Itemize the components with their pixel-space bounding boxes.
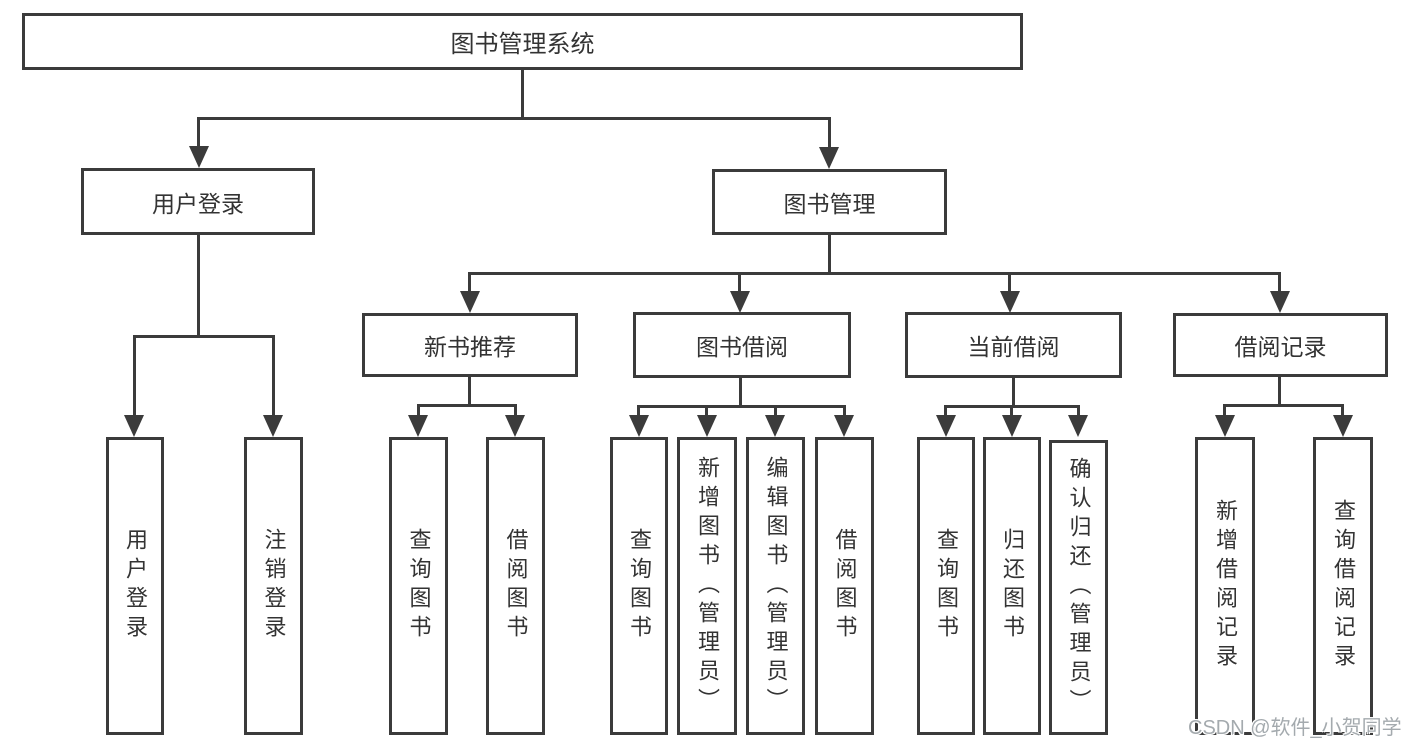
- connector-line: [1223, 404, 1344, 407]
- node-label: 图书管理系统: [450, 31, 595, 58]
- node-label: 查询图书: [934, 528, 959, 644]
- leaf-borrowing-query-books: 查询图书: [610, 437, 668, 735]
- connector-line: [637, 405, 846, 408]
- connector-line: [521, 69, 524, 117]
- arrowhead: [1333, 415, 1353, 437]
- node-label: 借阅图书: [503, 528, 529, 644]
- leaf-borrowing-borrow-books: 借阅图书: [815, 437, 874, 735]
- arrowhead: [1068, 415, 1088, 437]
- connector-line: [1278, 272, 1281, 293]
- arrowhead: [697, 415, 717, 437]
- arrowhead: [505, 415, 525, 437]
- arrowhead: [730, 291, 750, 313]
- connector-line: [1077, 405, 1080, 416]
- connector-line: [828, 234, 831, 275]
- node-label: 用户登录: [152, 190, 244, 217]
- node-label: 查询图书: [627, 528, 652, 644]
- arrowhead: [1000, 291, 1020, 313]
- node-new-book-recommend: 新书推荐: [362, 313, 578, 377]
- arrowhead: [834, 415, 854, 437]
- connector-line: [1223, 404, 1226, 416]
- node-label: 新书推荐: [424, 334, 516, 360]
- leaf-user-login: 用户登录: [106, 437, 164, 735]
- connector-line: [417, 404, 517, 407]
- leaf-edit-books-admin: 编辑图书（管理员）: [746, 437, 805, 735]
- connector-line: [514, 404, 517, 416]
- connector-line: [468, 272, 471, 293]
- connector-line: [133, 335, 136, 416]
- node-label: 图书管理: [783, 191, 876, 217]
- connector-line: [1341, 404, 1344, 416]
- connector-line: [828, 117, 831, 148]
- node-book-borrowing: 图书借阅: [633, 312, 851, 378]
- node-current-borrowing: 当前借阅: [905, 312, 1122, 378]
- arrowhead: [189, 146, 209, 168]
- connector-line: [197, 234, 200, 336]
- arrowhead: [408, 415, 428, 437]
- node-label: 编辑图书（管理员）: [763, 455, 789, 717]
- arrowhead: [1002, 415, 1022, 437]
- node-user-login-group: 用户登录: [81, 168, 315, 235]
- connector-line: [133, 335, 275, 338]
- node-library-system: 图书管理系统: [22, 13, 1023, 70]
- leaf-add-books-admin: 新增图书（管理员）: [677, 437, 737, 735]
- node-label: 查询借阅记录: [1331, 499, 1356, 673]
- leaf-newbook-borrow-books: 借阅图书: [486, 437, 545, 735]
- arrowhead: [124, 415, 144, 437]
- arrowhead: [765, 415, 785, 437]
- leaf-logout: 注销登录: [244, 437, 303, 735]
- connector-line: [637, 405, 640, 416]
- connector-line: [738, 272, 741, 293]
- arrowhead: [936, 415, 956, 437]
- leaf-add-borrow-record: 新增借阅记录: [1195, 437, 1255, 735]
- arrowhead: [1270, 291, 1290, 313]
- node-label: 借阅记录: [1234, 334, 1327, 360]
- connector-line: [739, 377, 742, 408]
- node-label: 确认归还（管理员）: [1066, 457, 1092, 718]
- arrowhead: [1215, 415, 1235, 437]
- connector-line: [468, 376, 471, 407]
- csdn-watermark: CSDN @软件_小贺同学: [1188, 717, 1402, 739]
- leaf-newbook-query-books: 查询图书: [389, 437, 448, 735]
- leaf-current-query-books: 查询图书: [917, 437, 975, 735]
- arrowhead: [263, 415, 283, 437]
- node-label: 图书借阅: [696, 334, 788, 360]
- node-label: 归还图书: [1000, 528, 1025, 644]
- connector-line: [944, 405, 947, 416]
- node-label: 用户登录: [123, 528, 148, 644]
- node-label: 注销登录: [261, 528, 287, 644]
- leaf-return-books: 归还图书: [983, 437, 1041, 735]
- node-borrowing-records: 借阅记录: [1173, 313, 1388, 377]
- arrowhead: [819, 147, 839, 169]
- connector-line: [705, 405, 708, 416]
- arrowhead: [460, 291, 480, 313]
- connector-line: [1010, 405, 1013, 416]
- connector-line: [272, 335, 275, 416]
- connector-line: [1008, 272, 1011, 293]
- connector-line: [417, 404, 420, 416]
- node-label: 当前借阅: [967, 334, 1060, 360]
- connector-line: [197, 117, 831, 120]
- node-label: 新增图书（管理员）: [695, 455, 720, 717]
- connector-line: [774, 405, 777, 416]
- connector-line: [468, 272, 1281, 275]
- leaf-confirm-return-admin: 确认归还（管理员）: [1049, 440, 1108, 735]
- connector-line: [1278, 376, 1281, 407]
- leaf-query-borrow-record: 查询借阅记录: [1313, 437, 1373, 735]
- node-label: 借阅图书: [832, 528, 858, 644]
- connector-line: [1012, 377, 1015, 408]
- connector-line: [197, 117, 200, 148]
- node-label: 查询图书: [406, 528, 432, 644]
- arrowhead: [629, 415, 649, 437]
- node-label: 新增借阅记录: [1213, 499, 1238, 673]
- connector-line: [843, 405, 846, 416]
- node-book-management: 图书管理: [712, 169, 947, 235]
